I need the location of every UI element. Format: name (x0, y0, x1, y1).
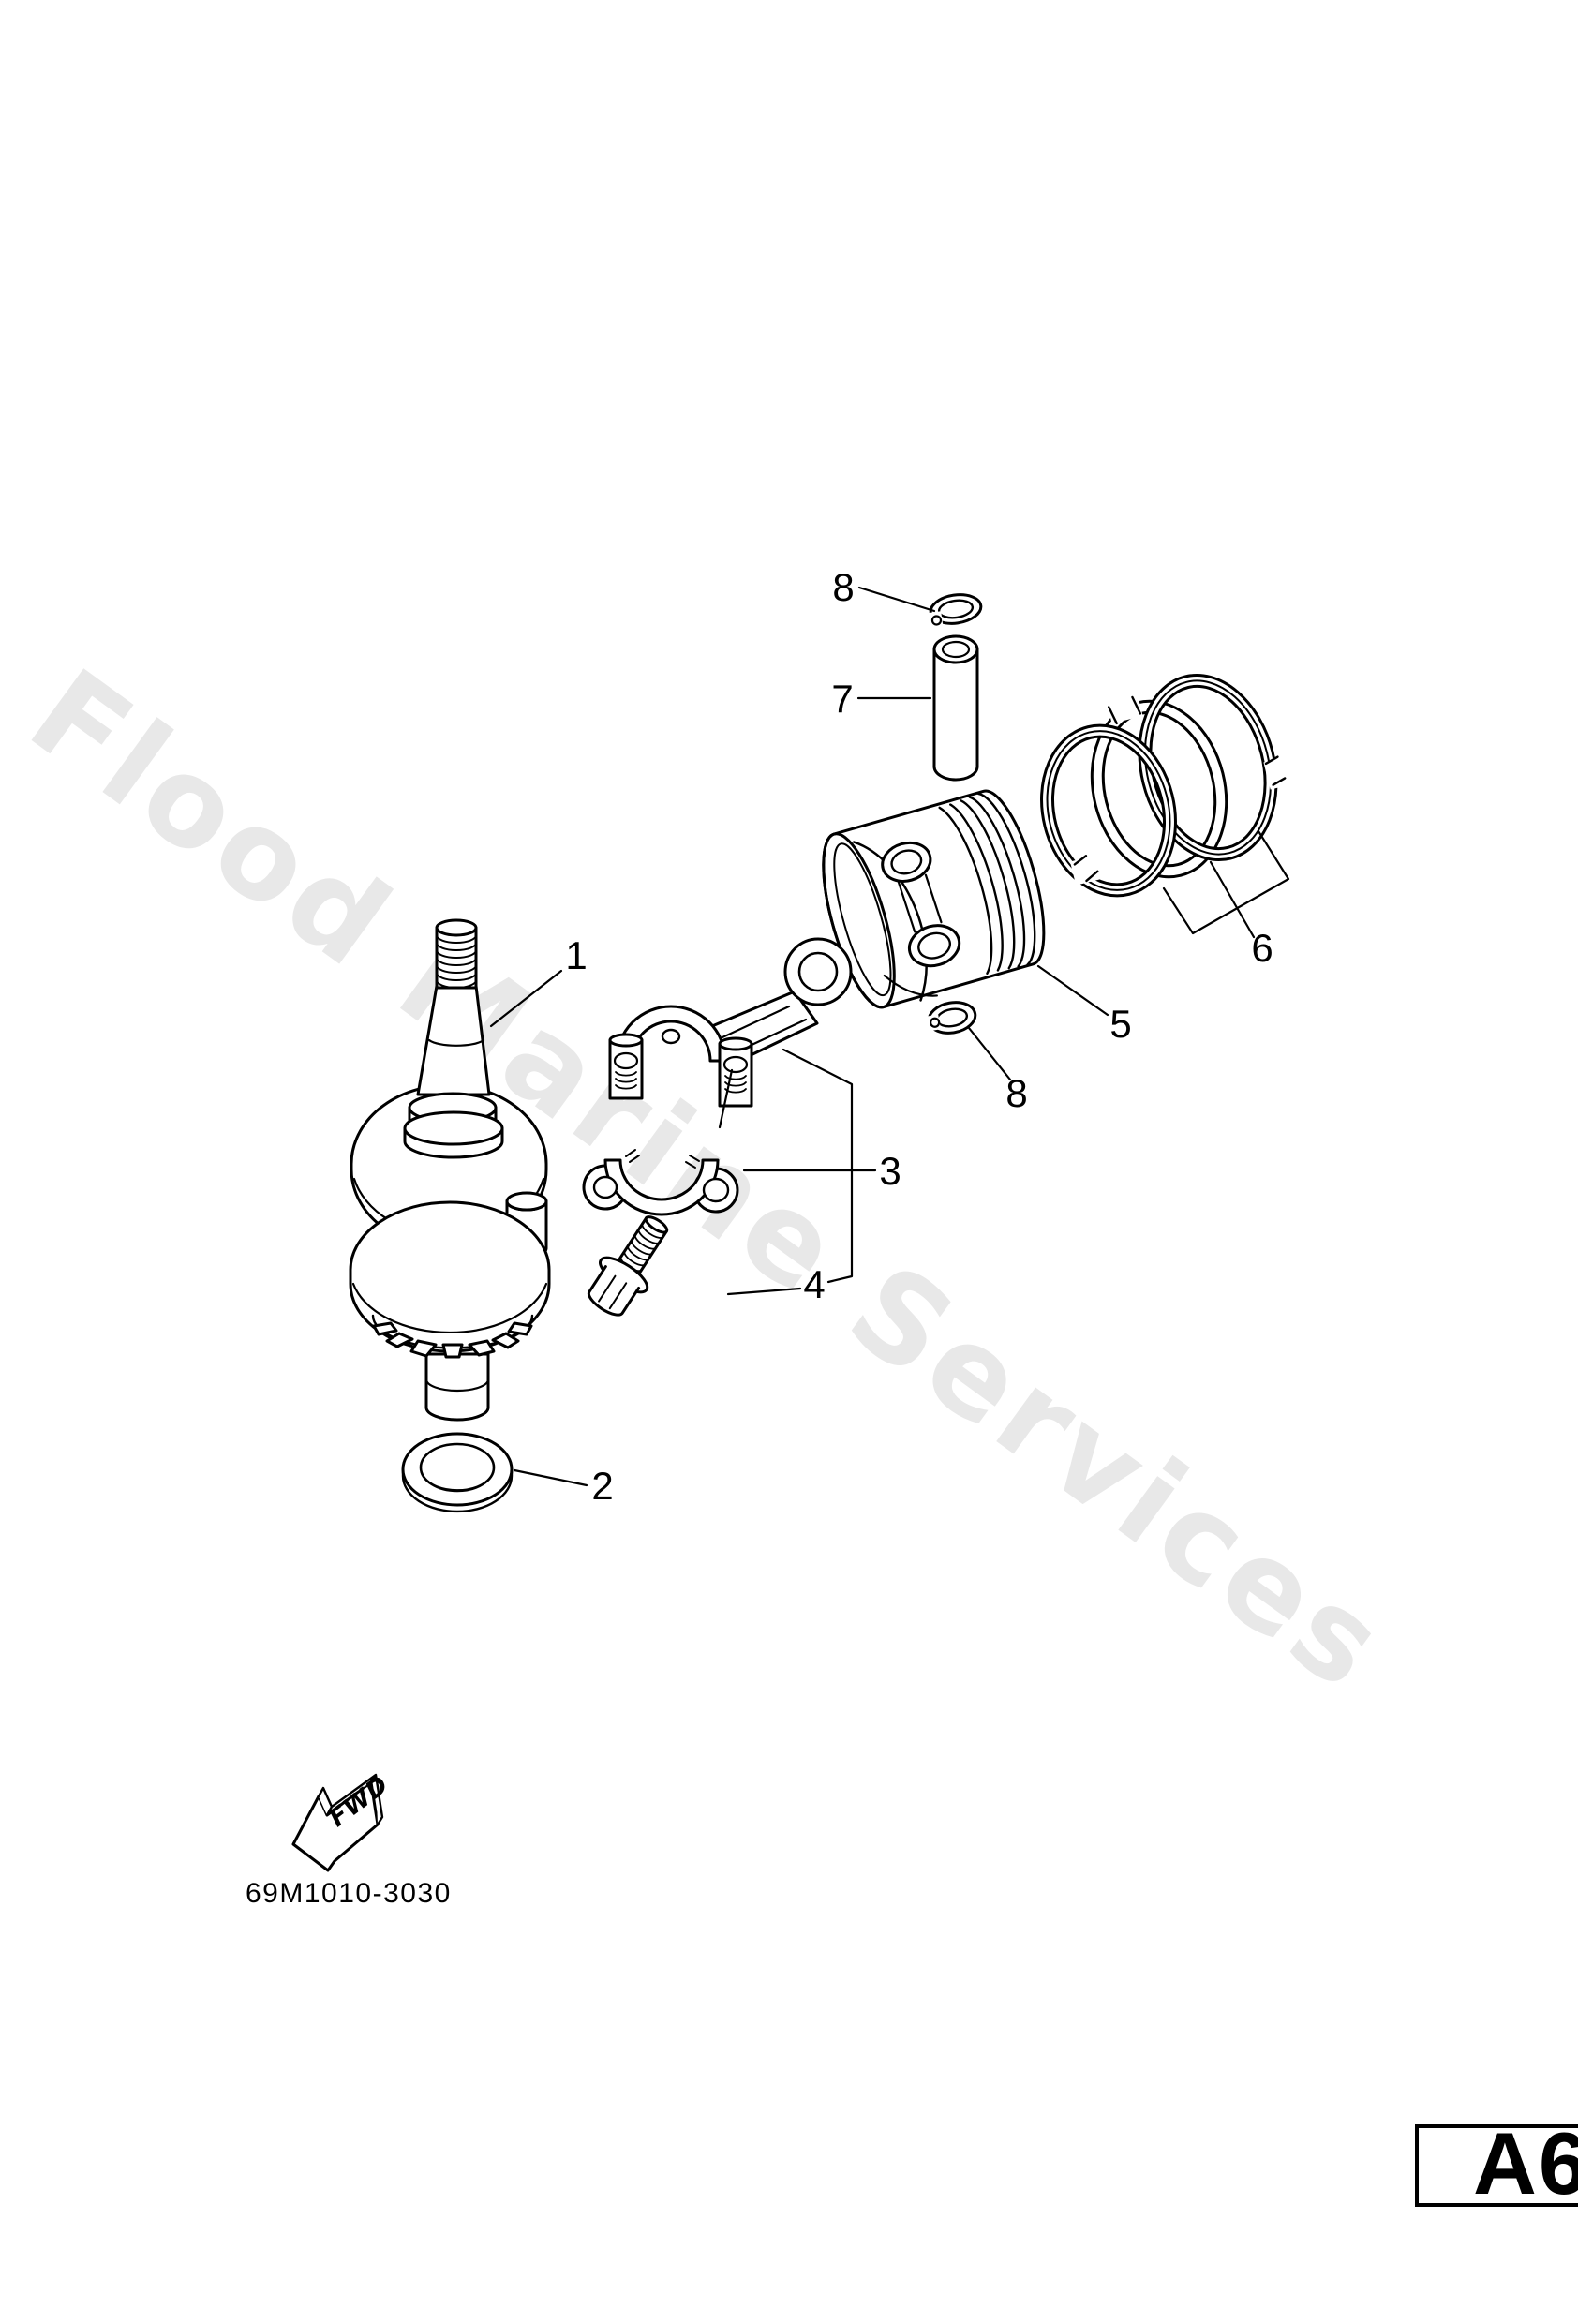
clip-eye (930, 615, 943, 626)
callout-2: 2 (591, 1464, 614, 1508)
callout-4: 4 (803, 1262, 826, 1306)
ring-gap-end (1264, 755, 1287, 786)
rod-boss-right (718, 1042, 753, 1108)
cap-bearing-tab (625, 1149, 700, 1169)
callout-8-top: 8 (832, 565, 855, 609)
piston-pin-clip-top (924, 593, 983, 629)
piston-ring-groove (938, 806, 993, 975)
rod-boss-left-threads (615, 1071, 637, 1090)
crank-thread-top (435, 918, 478, 937)
callout-8-mid: 8 (1005, 1071, 1028, 1115)
crank-stub (424, 1352, 490, 1422)
piston-ring-oil (1090, 692, 1228, 879)
ring-band (1138, 673, 1278, 862)
leader-4-bracket (782, 1048, 854, 1284)
rod-boss-left-top (608, 1033, 644, 1048)
callout-3: 3 (879, 1149, 901, 1193)
piston-pin-bore (941, 640, 971, 659)
page-label: A6 (1473, 2114, 1578, 2212)
ring-gap-end (1108, 695, 1142, 725)
gear-tooth (409, 1339, 438, 1358)
gear-tooth (385, 1332, 414, 1348)
piston-pin (932, 634, 979, 782)
rod-boss-right-top (718, 1036, 753, 1051)
leader-6-bracket (1162, 829, 1290, 939)
piston-pin-top (932, 634, 979, 664)
washer-hole-depth (423, 1476, 492, 1492)
page-label-box: A6 (1415, 2114, 1578, 2212)
clip-eye (930, 1017, 941, 1028)
washer-thickness (401, 1467, 514, 1513)
connecting-rod (608, 937, 853, 1108)
callout-6: 6 (1251, 926, 1273, 970)
ring-gap-end (1073, 855, 1099, 883)
cap-band (603, 1158, 720, 1216)
crank-collar-lower-top (403, 1110, 504, 1146)
piston-skirt-rim (822, 832, 896, 1009)
rod-cap (582, 1149, 739, 1216)
fwd-arrow-extrusion (317, 1773, 384, 1826)
leader-lines (489, 586, 1290, 1487)
crank-stub-step (424, 1378, 490, 1393)
gear-tooth (491, 1332, 520, 1349)
piston-ring-groove (968, 796, 1026, 968)
rod-boss-left-recess (613, 1051, 639, 1070)
piston-pin-clip-bottom (923, 1001, 977, 1035)
callout-7: 7 (831, 677, 854, 721)
crank-taper-step (427, 1038, 485, 1047)
fwd-arrow (291, 1773, 384, 1872)
leader-4 (726, 1287, 802, 1296)
cap-hole-left (592, 1175, 618, 1199)
assembly-line-rod-to-cap (718, 1068, 734, 1129)
cap-hole-right (702, 1177, 730, 1203)
piston-skirt-cutaway (883, 974, 938, 997)
leader-1 (489, 969, 563, 1028)
crank-thread-line (436, 934, 477, 989)
crank-web-lower-face-edge (351, 1282, 548, 1333)
crank-pin-top (505, 1191, 548, 1212)
piston (822, 789, 1046, 1009)
piston-ring-groove (976, 792, 1036, 966)
piston-ring-second (1138, 673, 1296, 862)
bolt-head-hex-lines (598, 1274, 628, 1310)
ring-gap (1263, 755, 1296, 790)
piston-pin-boss-lower-hole (917, 931, 951, 960)
rod-small-end-depth (785, 981, 811, 1006)
bolt-head (587, 1265, 641, 1317)
callout-5: 5 (1109, 1002, 1132, 1046)
ring-mid-line (1046, 730, 1171, 891)
cap-ear-depth (585, 1195, 737, 1212)
piston-boss-strut (897, 873, 943, 933)
piston-pin-boss-upper-hole (890, 849, 923, 875)
washer (401, 1432, 514, 1513)
rod-bolt (587, 1215, 669, 1317)
diagram-part-code: 69M1010-3030 (246, 1878, 452, 1909)
piston-skirt-edge (852, 841, 929, 1002)
piston-skirt-rim-inner (833, 842, 892, 997)
leader-5 (1036, 964, 1109, 1017)
piston-pin-body (932, 648, 979, 782)
gear-tooth (507, 1321, 533, 1336)
rod-oil-hole (661, 1028, 681, 1045)
leader-8-top (857, 586, 936, 613)
leader-8-mid (967, 1026, 1012, 1081)
callout-1: 1 (565, 933, 588, 977)
leader-2 (513, 1468, 588, 1487)
piston-ring-top (1040, 723, 1177, 898)
crankshaft (349, 918, 551, 1422)
fwd-arrow-face (291, 1780, 380, 1872)
bolt-thread-line (619, 1222, 664, 1273)
rod-small-end-bore (797, 951, 839, 992)
gear-tooth (372, 1321, 398, 1336)
piston-ring-groove (949, 803, 1004, 972)
gear-tooth (468, 1339, 496, 1357)
rod-boss-right-recess (722, 1055, 749, 1074)
gear-tooth (441, 1343, 464, 1359)
bolt-tip (644, 1215, 669, 1234)
ring-mid-line (1143, 679, 1273, 856)
piston-ring-groove (960, 799, 1016, 970)
